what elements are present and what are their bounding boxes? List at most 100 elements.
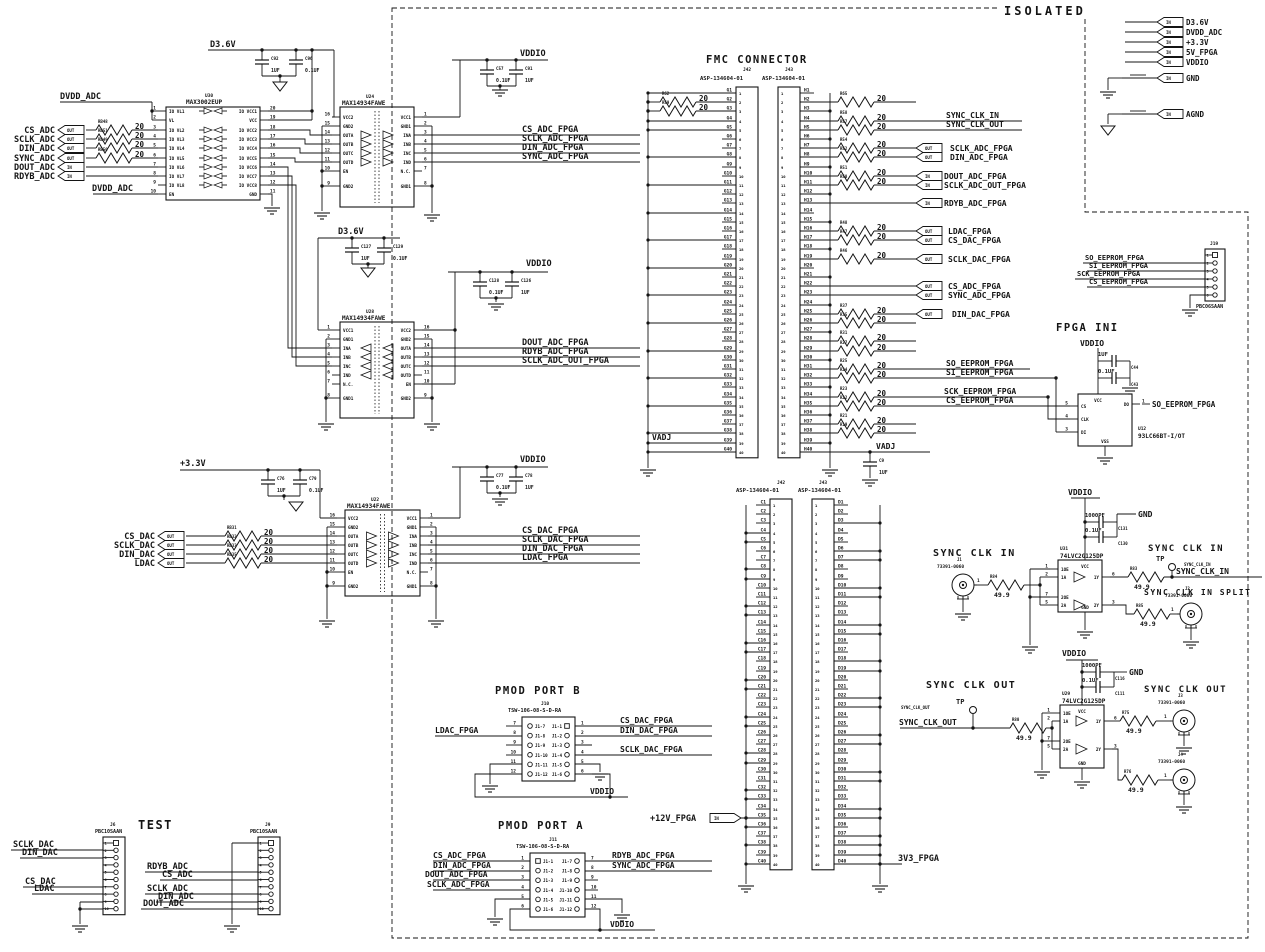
svg-text:IN: IN: [1166, 76, 1171, 81]
svg-text:J1-12: J1-12: [535, 772, 548, 777]
svg-text:CS_ADC_FPGA: CS_ADC_FPGA: [522, 125, 578, 135]
svg-text:OUTB: OUTB: [348, 543, 359, 549]
svg-text:R22: R22: [840, 395, 848, 400]
svg-text:IN: IN: [1166, 20, 1171, 25]
svg-text:G31: G31: [724, 364, 733, 370]
svg-text:25: 25: [781, 312, 786, 317]
svg-text:20: 20: [815, 678, 820, 683]
svg-text:1: 1: [1171, 607, 1174, 613]
svg-text:33: 33: [773, 797, 778, 802]
svg-text:CS_DAC: CS_DAC: [25, 877, 56, 887]
svg-text:CLK: CLK: [1081, 417, 1089, 423]
svg-text:G8: G8: [726, 152, 732, 158]
svg-text:G9: G9: [726, 162, 732, 168]
svg-text:H30: H30: [804, 355, 813, 361]
svg-text:5: 5: [424, 148, 427, 154]
svg-text:19: 19: [773, 669, 778, 674]
svg-text:6: 6: [153, 153, 156, 159]
svg-text:D3.6V: D3.6V: [338, 227, 364, 237]
svg-text:LDAC: LDAC: [135, 559, 155, 569]
svg-text:18: 18: [773, 659, 778, 664]
svg-text:D30: D30: [838, 767, 847, 773]
svg-text:1: 1: [977, 578, 980, 584]
ground-earth: [424, 214, 440, 222]
svg-text:VCC: VCC: [1094, 398, 1102, 404]
svg-text:20: 20: [877, 389, 887, 398]
net-flag-IN: IN: [1156, 17, 1184, 27]
svg-text:9: 9: [739, 165, 742, 170]
svg-text:D38: D38: [838, 840, 847, 846]
connector-J43-H: J43ASP-134604-01H11H22H33H44H55H66H77H88…: [762, 67, 832, 459]
svg-text:5: 5: [1065, 401, 1068, 407]
svg-text:H14: H14: [804, 208, 813, 214]
svg-text:OUT: OUT: [67, 156, 75, 161]
svg-text:H15: H15: [804, 217, 813, 223]
svg-text:RDYB_ADC_FPGA: RDYB_ADC_FPGA: [522, 347, 589, 357]
svg-text:DIN_DAC_FPGA: DIN_DAC_FPGA: [522, 544, 583, 554]
svg-text:C21: C21: [758, 684, 767, 690]
svg-text:VCC: VCC: [1081, 564, 1089, 570]
svg-text:H1: H1: [804, 88, 810, 94]
svg-text:5: 5: [1045, 600, 1048, 606]
svg-text:40: 40: [739, 450, 744, 455]
ground-earth: [492, 89, 508, 97]
svg-text:D31: D31: [838, 776, 847, 782]
svg-text:G26: G26: [724, 318, 733, 324]
svg-text:G30: G30: [724, 355, 733, 361]
svg-text:SYNC_ADC_FPGA: SYNC_ADC_FPGA: [522, 152, 589, 162]
svg-text:2: 2: [773, 512, 775, 517]
svg-text:H31: H31: [804, 364, 813, 370]
svg-text:J1-4: J1-4: [552, 753, 563, 758]
svg-text:H26: H26: [804, 318, 813, 324]
svg-text:IO VL4: IO VL4: [169, 146, 185, 152]
svg-text:24: 24: [773, 715, 778, 720]
svg-text:G40: G40: [724, 447, 733, 453]
svg-text:D18: D18: [838, 656, 847, 662]
svg-text:1UF: 1UF: [277, 488, 286, 494]
svg-text:2: 2: [739, 100, 741, 105]
svg-text:GND: GND: [1129, 668, 1144, 677]
svg-text:37: 37: [773, 834, 778, 839]
svg-text:IO VL3: IO VL3: [169, 137, 185, 143]
svg-text:+3.3V: +3.3V: [180, 459, 206, 469]
svg-text:5: 5: [773, 540, 776, 545]
svg-text:D15: D15: [838, 629, 847, 635]
svg-text:OUT: OUT: [167, 561, 175, 566]
svg-text:N.C.: N.C.: [407, 570, 417, 576]
net-flag-IN: IN: [915, 180, 943, 190]
svg-text:VCC1: VCC1: [407, 516, 418, 522]
svg-text:H22: H22: [804, 281, 813, 287]
svg-text:H27: H27: [804, 327, 813, 333]
svg-text:38: 38: [739, 431, 744, 436]
svg-text:H19: H19: [804, 254, 813, 260]
svg-text:23: 23: [815, 705, 820, 710]
svg-text:37: 37: [739, 422, 744, 427]
svg-text:4: 4: [424, 139, 427, 145]
svg-text:R27: R27: [840, 340, 848, 345]
svg-text:30: 30: [773, 770, 778, 775]
svg-text:OUT: OUT: [167, 552, 175, 557]
svg-text:U12: U12: [1138, 426, 1146, 432]
net-flag-OUT: OUT: [157, 540, 185, 550]
svg-text:D37: D37: [838, 831, 847, 837]
svg-text:19: 19: [815, 669, 820, 674]
svg-text:CS_EEPROM_FPGA: CS_EEPROM_FPGA: [946, 396, 1014, 405]
svg-text:7: 7: [153, 162, 156, 168]
svg-text:29: 29: [739, 349, 744, 354]
net-flag-IN: IN: [915, 198, 943, 208]
svg-text:R51: R51: [840, 165, 848, 170]
